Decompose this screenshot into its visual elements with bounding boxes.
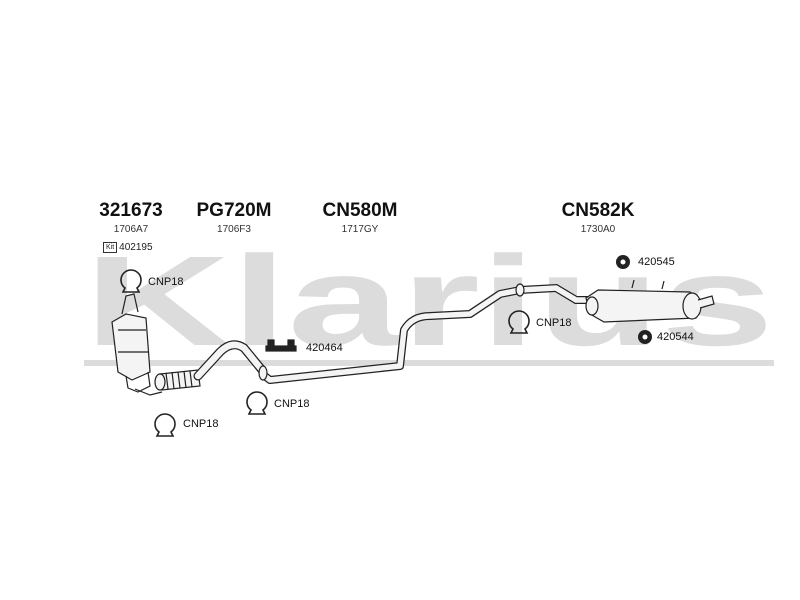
front-pipe-inner [194,341,266,380]
hanger-bracket [265,339,297,352]
part-number: CN582K [561,200,635,221]
callout-hanger: 420464 [306,342,343,354]
kit-number: 402195 [119,242,153,253]
rear-pipe-joint [515,283,525,297]
callout-clamp: CNP18 [274,398,310,410]
callout-clamp: CNP18 [183,418,219,430]
rear-silencer [585,279,715,323]
clamp-icon [246,391,268,415]
rubber-mount-icon [638,330,652,344]
callout-rubber-mount: 420545 [638,256,675,268]
catalytic-converter [111,293,163,396]
centre-pipe-joint [258,365,268,381]
clamp-icon [508,310,530,334]
centre-pipe-inner [260,287,521,383]
part-number: CN580M [322,200,398,221]
ref-number: 1706F3 [217,224,251,235]
clamp-icon [120,269,142,293]
ref-number: 1717GY [341,224,379,235]
part-number: 321673 [99,200,163,221]
callout-clamp: CNP18 [536,317,572,329]
front-pipe-flex [154,369,201,391]
ref-number: 1730A0 [580,224,616,235]
callout-rubber-mount: 420544 [657,331,694,343]
rear-pipe-inner [519,285,592,303]
rubber-mount-icon [616,255,630,269]
ref-number: 1706A7 [113,224,149,235]
callout-clamp: CNP18 [148,276,184,288]
part-number: PG720M [196,200,272,221]
kit-badge: Kit [103,242,118,253]
clamp-icon [154,413,176,437]
kit-reference: Kit 402195 [103,242,153,253]
watermark-underline [84,360,774,366]
